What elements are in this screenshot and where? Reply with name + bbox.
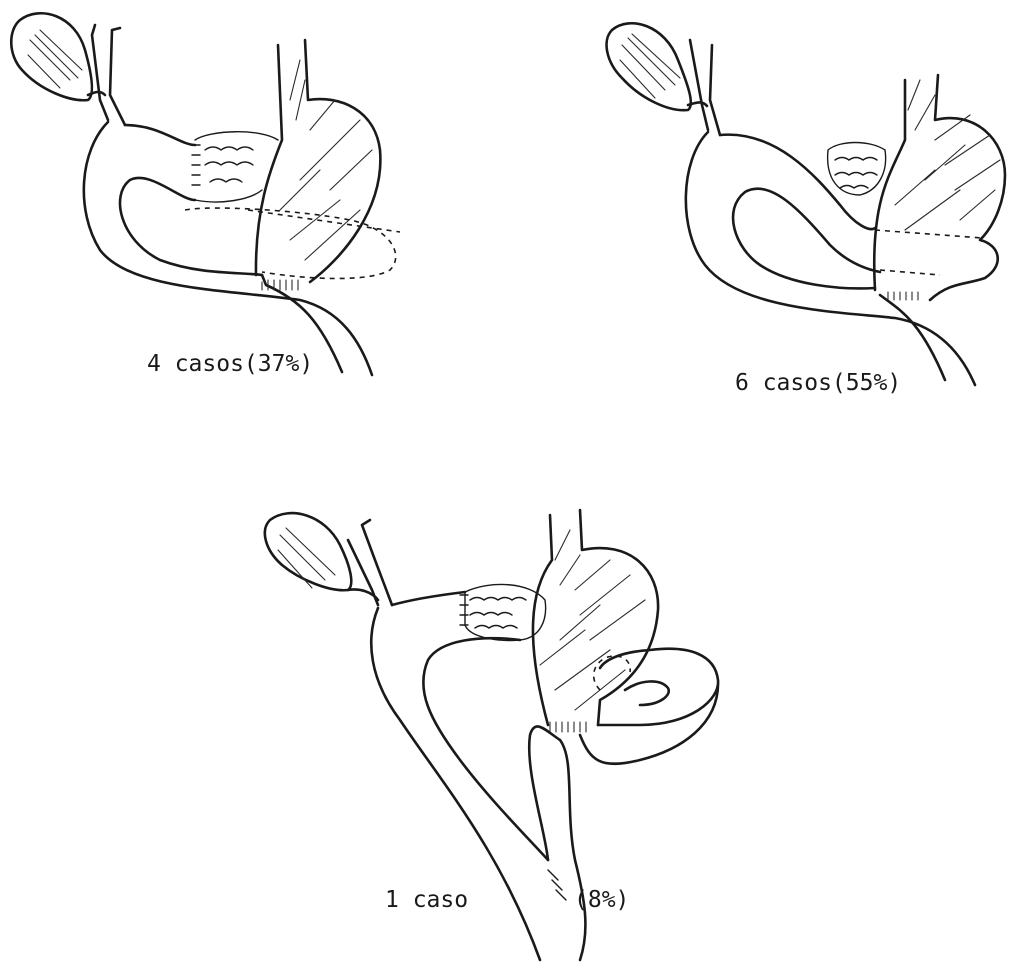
jejunal-loop-outer-2 bbox=[686, 132, 975, 385]
figure-2: 6 casos(55%) bbox=[607, 23, 1005, 396]
jejunal-limb-3 bbox=[529, 726, 585, 960]
stomach-3 bbox=[533, 510, 658, 725]
stomach-1 bbox=[256, 40, 380, 282]
gallbladder-1 bbox=[11, 13, 92, 100]
figure-3: 1 caso (8%) bbox=[265, 510, 718, 960]
figure-1: 4 casos(37%) bbox=[11, 13, 400, 377]
caption-1: 4 casos(37%) bbox=[147, 351, 313, 377]
caption-3: 1 caso bbox=[385, 887, 468, 913]
caption-2: 6 casos(55%) bbox=[735, 370, 901, 396]
caption-3-percent: (8%) bbox=[574, 887, 629, 913]
bile-duct-3 bbox=[348, 520, 392, 605]
dashed-remnant-1 bbox=[185, 208, 400, 278]
stomach-2 bbox=[874, 75, 1005, 300]
gallbladder-2 bbox=[607, 23, 691, 110]
bile-duct-2 bbox=[688, 40, 720, 135]
jejunal-loop-outer-1 bbox=[84, 122, 372, 375]
gallbladder-3 bbox=[265, 513, 351, 590]
bile-duct-1 bbox=[88, 25, 125, 125]
